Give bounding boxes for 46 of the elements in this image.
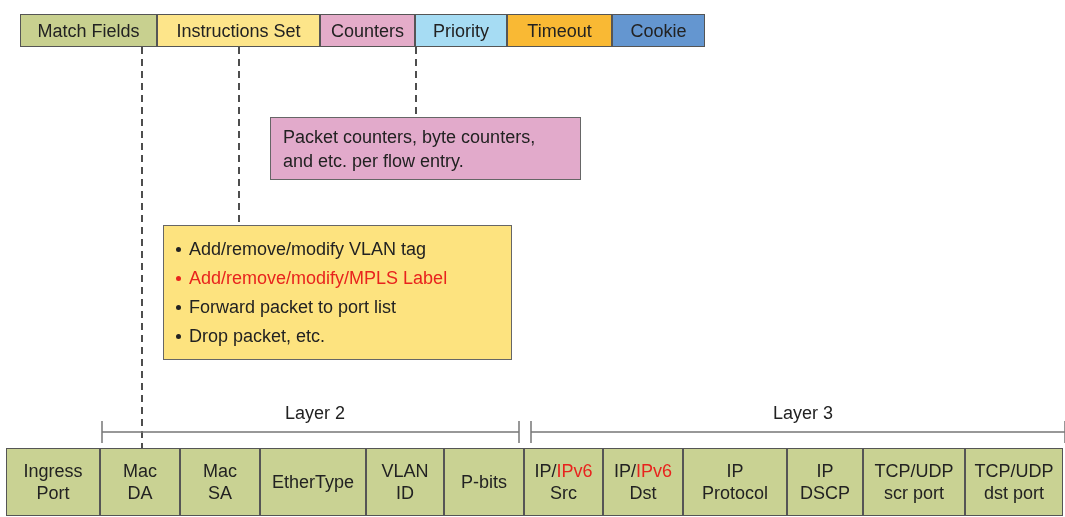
- note-text: Packet counters, byte counters, and etc. per flow entry.: [283, 125, 537, 173]
- header-field-cell: [100, 448, 180, 516]
- field-label: IP/IPv6 Src: [533, 460, 594, 504]
- header-field-cell: [683, 448, 787, 516]
- field-label: Mac DA: [122, 460, 158, 504]
- table-field-cell: [612, 14, 705, 47]
- note-box: [270, 117, 581, 180]
- header-field-cell: [366, 448, 444, 516]
- table-field-cell: [415, 14, 507, 47]
- layer-label: Layer 2: [285, 403, 345, 423]
- field-label: IP/IPv6 Dst: [612, 460, 673, 504]
- field-label: TCP/UDP dst port: [973, 460, 1055, 504]
- bullet-text: Add/remove/modify/MPLS Label: [189, 267, 448, 290]
- table-field-cell: [507, 14, 612, 47]
- bullet-text: Drop packet, etc.: [189, 325, 326, 348]
- header-field-cell: [787, 448, 863, 516]
- header-field-cell: [180, 448, 260, 516]
- header-field-cell: [444, 448, 524, 516]
- header-field-cell: [603, 448, 683, 516]
- field-label: Priority: [433, 19, 489, 42]
- header-field-cell: [6, 448, 100, 516]
- leader-line: [141, 46, 143, 449]
- layer-label: Layer 3: [773, 403, 833, 423]
- field-label: IP DSCP: [799, 460, 851, 504]
- field-label: P-bits: [460, 471, 508, 493]
- field-label: TCP/UDP scr port: [873, 460, 955, 504]
- table-field-cell: [157, 14, 320, 47]
- table-field-cell: [20, 14, 157, 47]
- field-label: VLAN ID: [380, 460, 430, 504]
- bullet-text: Add/remove/modify VLAN tag: [189, 238, 427, 261]
- field-label: Ingress Port: [22, 460, 84, 504]
- field-label: Cookie: [630, 19, 687, 42]
- table-field-cell: [320, 14, 415, 47]
- header-field-cell: [524, 448, 603, 516]
- field-label: Mac SA: [202, 460, 238, 504]
- field-label: IP Protocol: [700, 460, 769, 504]
- field-label: EtherType: [270, 471, 355, 493]
- field-label: Timeout: [527, 19, 592, 42]
- bullet-text: Forward packet to port list: [189, 296, 397, 319]
- field-label: Counters: [330, 19, 404, 42]
- header-field-cell: [260, 448, 366, 516]
- note-box: [163, 225, 512, 360]
- header-field-cell: [863, 448, 965, 516]
- field-label: Instructions Set: [176, 19, 301, 42]
- field-label: Match Fields: [37, 19, 140, 42]
- header-field-cell: [965, 448, 1063, 516]
